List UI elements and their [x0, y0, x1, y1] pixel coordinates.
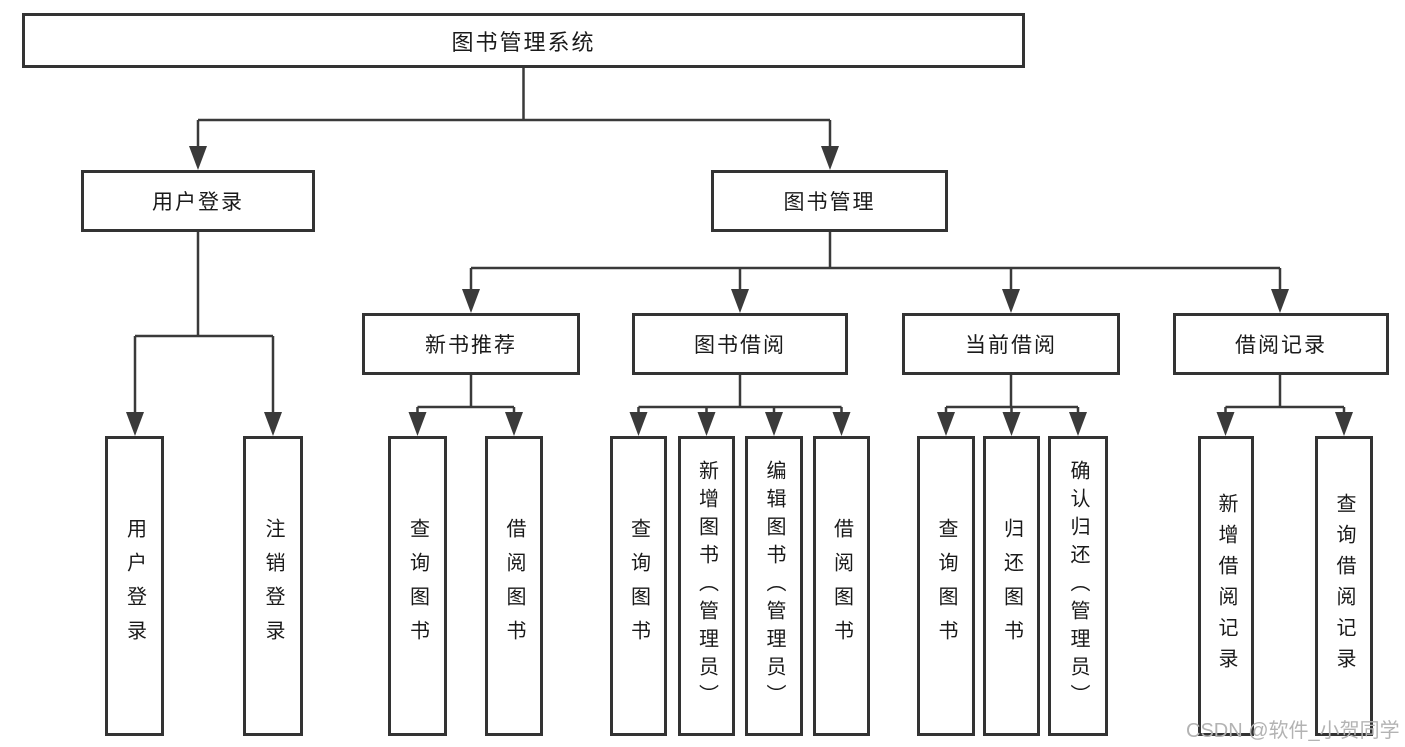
watermark: CSDN @软件_小贺同学	[1186, 720, 1400, 742]
arrowhead	[126, 412, 144, 436]
node-label: 新书推荐	[425, 334, 517, 357]
leaf-current-return-books: 归还图书	[983, 436, 1040, 736]
node-label: 图书管理	[783, 191, 876, 214]
arrowhead	[189, 146, 207, 170]
leaf-records-add-record: 新增借阅记录	[1198, 436, 1254, 736]
leaf-recommend-query-books: 查询图书	[388, 436, 447, 736]
arrowhead	[765, 412, 783, 436]
leaf-label: 确认归还（管理员）	[1067, 460, 1089, 712]
arrowhead	[1335, 412, 1353, 436]
arrowhead	[1069, 412, 1087, 436]
leaf-current-confirm-return-admin: 确认归还（管理员）	[1048, 436, 1108, 736]
arrowhead	[505, 412, 523, 436]
leaf-logout: 注销登录	[243, 436, 303, 736]
arrowhead	[731, 289, 749, 313]
leaf-label: 新增借阅记录	[1215, 493, 1237, 679]
arrowhead	[1002, 289, 1020, 313]
node-book-management: 图书管理	[711, 170, 948, 232]
leaf-label: 借阅图书	[503, 518, 525, 654]
node-label: 图书借阅	[694, 334, 786, 357]
arrowhead	[1002, 412, 1021, 436]
leaf-label: 用户登录	[123, 518, 146, 654]
node-label: 当前借阅	[965, 334, 1057, 357]
leaf-borrowing-borrow-books: 借阅图书	[813, 436, 870, 736]
arrowhead	[821, 146, 839, 170]
arrowhead	[937, 412, 955, 436]
leaf-user-login: 用户登录	[105, 436, 164, 736]
leaf-label: 归还图书	[1000, 518, 1023, 654]
leaf-current-query-books: 查询图书	[917, 436, 975, 736]
node-current-borrowing: 当前借阅	[902, 313, 1120, 375]
leaf-label: 查询图书	[406, 518, 429, 654]
node-label: 借阅记录	[1235, 334, 1327, 357]
leaf-borrowing-query-books: 查询图书	[610, 436, 667, 736]
node-book-management-system: 图书管理系统	[22, 13, 1025, 68]
arrowhead	[408, 412, 427, 436]
leaf-records-query-record: 查询借阅记录	[1315, 436, 1373, 736]
arrowhead	[832, 412, 851, 436]
arrowhead	[462, 289, 480, 313]
leaf-label: 查询借阅记录	[1333, 493, 1355, 679]
leaf-label: 注销登录	[262, 518, 284, 654]
leaf-label: 查询图书	[627, 518, 650, 654]
node-borrowing-records: 借阅记录	[1173, 313, 1389, 375]
leaf-borrowing-edit-books-admin: 编辑图书（管理员）	[745, 436, 803, 736]
node-label: 用户登录	[152, 191, 244, 214]
leaf-label: 查询图书	[935, 518, 957, 654]
arrowhead	[264, 412, 282, 436]
leaf-label: 编辑图书（管理员）	[763, 460, 785, 712]
arrowhead	[697, 412, 716, 436]
arrowhead	[1216, 412, 1235, 436]
leaf-label: 新增图书（管理员）	[695, 460, 718, 712]
node-book-borrowing: 图书借阅	[632, 313, 848, 375]
arrowhead	[629, 412, 648, 436]
leaf-borrowing-add-books-admin: 新增图书（管理员）	[678, 436, 735, 736]
leaf-recommend-borrow-books: 借阅图书	[485, 436, 543, 736]
tree-edges	[133, 68, 1346, 414]
node-new-book-recommendation: 新书推荐	[362, 313, 580, 375]
leaf-label: 借阅图书	[830, 518, 853, 654]
node-user-login: 用户登录	[81, 170, 315, 232]
arrowhead	[1271, 289, 1289, 313]
node-label: 图书管理系统	[451, 29, 596, 55]
